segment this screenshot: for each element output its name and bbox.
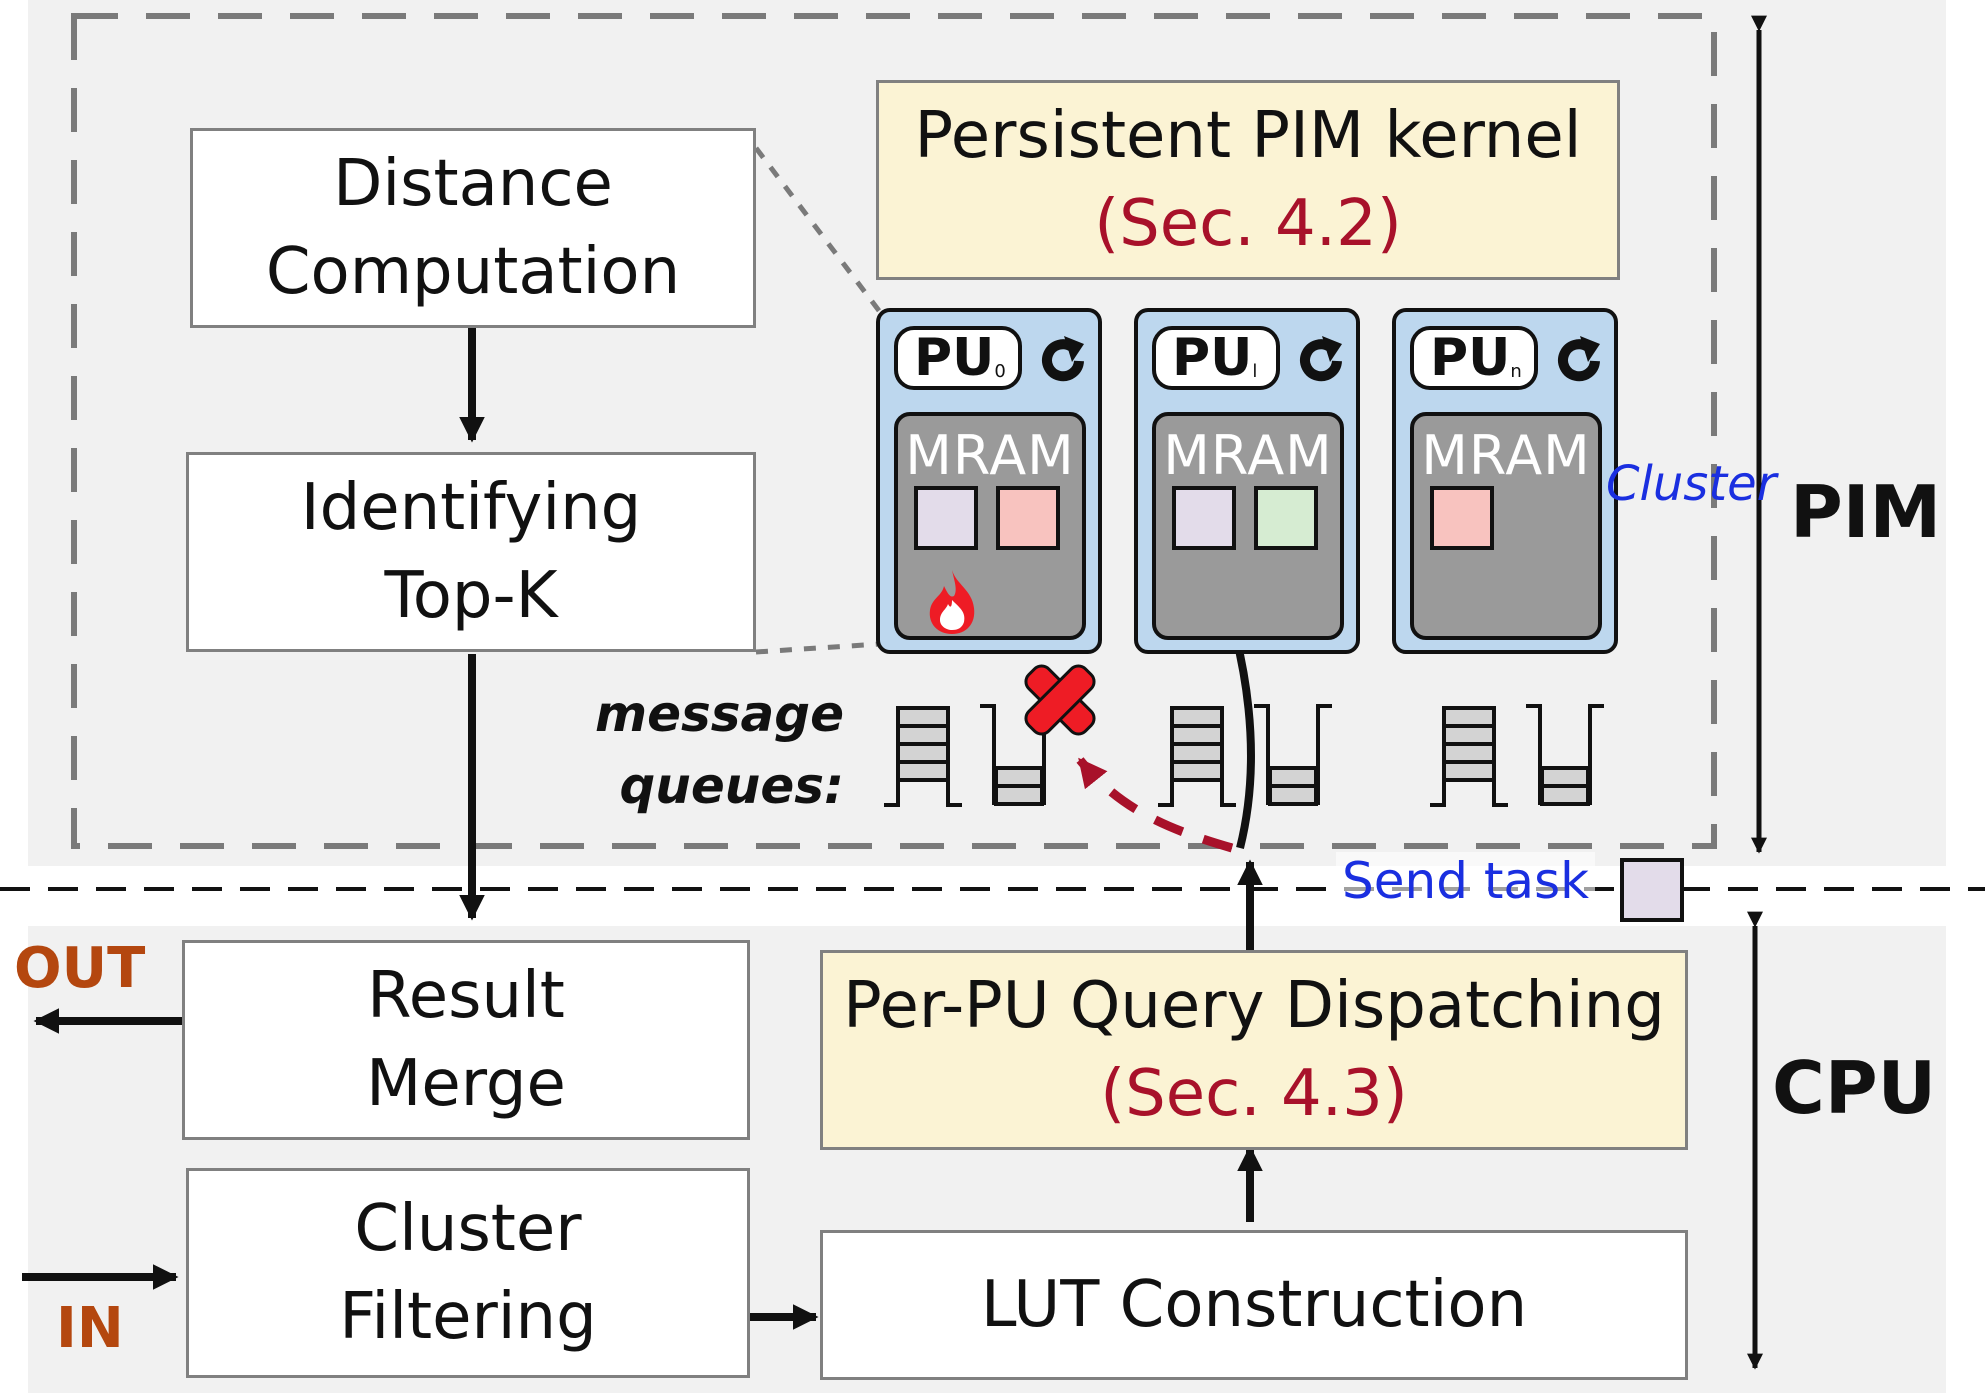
cluster-label: Cluster [1606, 456, 1777, 512]
distance-computation-line1: Distance [333, 147, 613, 221]
cluster-filtering-line2: Filtering [339, 1280, 597, 1354]
task-square-purple [914, 486, 978, 550]
lut-construction-box: LUT Construction [820, 1230, 1688, 1380]
distance-computation-box: Distance Computation [190, 128, 756, 328]
result-merge-line2: Merge [366, 1047, 566, 1121]
zoom-line-top [754, 146, 882, 314]
persistent-kernel-title: Persistent PIM kernel [914, 99, 1582, 173]
pu-0-subscript: 0 [994, 361, 1006, 382]
identifying-topk-box: Identifying Top-K [186, 452, 756, 652]
pu-l-subscript: l [1252, 361, 1258, 382]
send-task-label: Send task [1336, 852, 1596, 910]
result-merge-box: Result Merge [182, 940, 750, 1140]
message-queues-label: message queues: [560, 678, 844, 822]
mram-l: MRAM [1152, 412, 1344, 640]
refresh-icon [1300, 336, 1342, 382]
pu-n: PUn MRAM [1392, 308, 1618, 654]
result-merge-line1: Result [367, 959, 565, 1033]
persistent-kernel-ref: (Sec. 4.2) [1094, 187, 1402, 261]
refresh-icon [1558, 336, 1600, 382]
arrow-steal [1076, 757, 1234, 853]
pu-n-tag: PUn [1410, 326, 1538, 390]
task-square-red [1430, 486, 1494, 550]
pim-boundary [71, 13, 1717, 849]
send-task-square [1620, 858, 1684, 922]
message-queues-line2: queues: [619, 757, 844, 815]
cluster-filtering-box: Cluster Filtering [186, 1168, 750, 1378]
pim-label: PIM [1790, 470, 1942, 554]
identifying-topk-line2: Top-K [384, 559, 558, 633]
out-label: OUT [14, 936, 146, 1001]
task-square-red [996, 486, 1060, 550]
message-queue-pun-out [1526, 704, 1604, 806]
identifying-topk-line1: Identifying [300, 471, 642, 545]
mram-0-label: MRAM [905, 424, 1075, 487]
pu-l-tag: PUl [1152, 326, 1280, 390]
mram-0: MRAM [894, 412, 1086, 640]
message-queues-line1: message [595, 685, 844, 743]
persistent-pim-kernel-box: Persistent PIM kernel (Sec. 4.2) [876, 80, 1620, 280]
mram-n-label: MRAM [1421, 424, 1591, 487]
lut-construction-label: LUT Construction [980, 1268, 1528, 1342]
flame-icon [929, 570, 975, 634]
cluster-filtering-line1: Cluster [354, 1192, 582, 1266]
zoom-line-bottom [755, 641, 881, 655]
pu-l-name: PU [1172, 328, 1253, 388]
query-dispatching-title: Per-PU Query Dispatching [843, 969, 1665, 1043]
message-queue-pun-in [1430, 706, 1508, 807]
task-square-purple [1172, 486, 1236, 550]
pu-n-name: PU [1430, 328, 1511, 388]
query-dispatching-ref: (Sec. 4.3) [1100, 1057, 1408, 1131]
cpu-label: CPU [1772, 1046, 1937, 1130]
message-queue-pu0-in [884, 706, 962, 807]
mram-l-label: MRAM [1163, 424, 1333, 487]
query-dispatching-box: Per-PU Query Dispatching (Sec. 4.3) [820, 950, 1688, 1150]
blocked-x-icon [1024, 664, 1096, 736]
task-square-green [1254, 486, 1318, 550]
mram-n: MRAM [1410, 412, 1602, 640]
in-label: IN [56, 1296, 124, 1361]
message-queue-pul-out [1254, 704, 1332, 806]
pu-n-subscript: n [1510, 361, 1522, 382]
message-queue-pul-in [1158, 706, 1236, 807]
distance-computation-line2: Computation [265, 235, 681, 309]
pu-0-name: PU [914, 328, 995, 388]
pu-l: PUl MRAM [1134, 308, 1360, 654]
pu-0: PU0 MRAM [876, 308, 1102, 654]
refresh-icon [1042, 336, 1084, 382]
pu-0-tag: PU0 [894, 326, 1022, 390]
